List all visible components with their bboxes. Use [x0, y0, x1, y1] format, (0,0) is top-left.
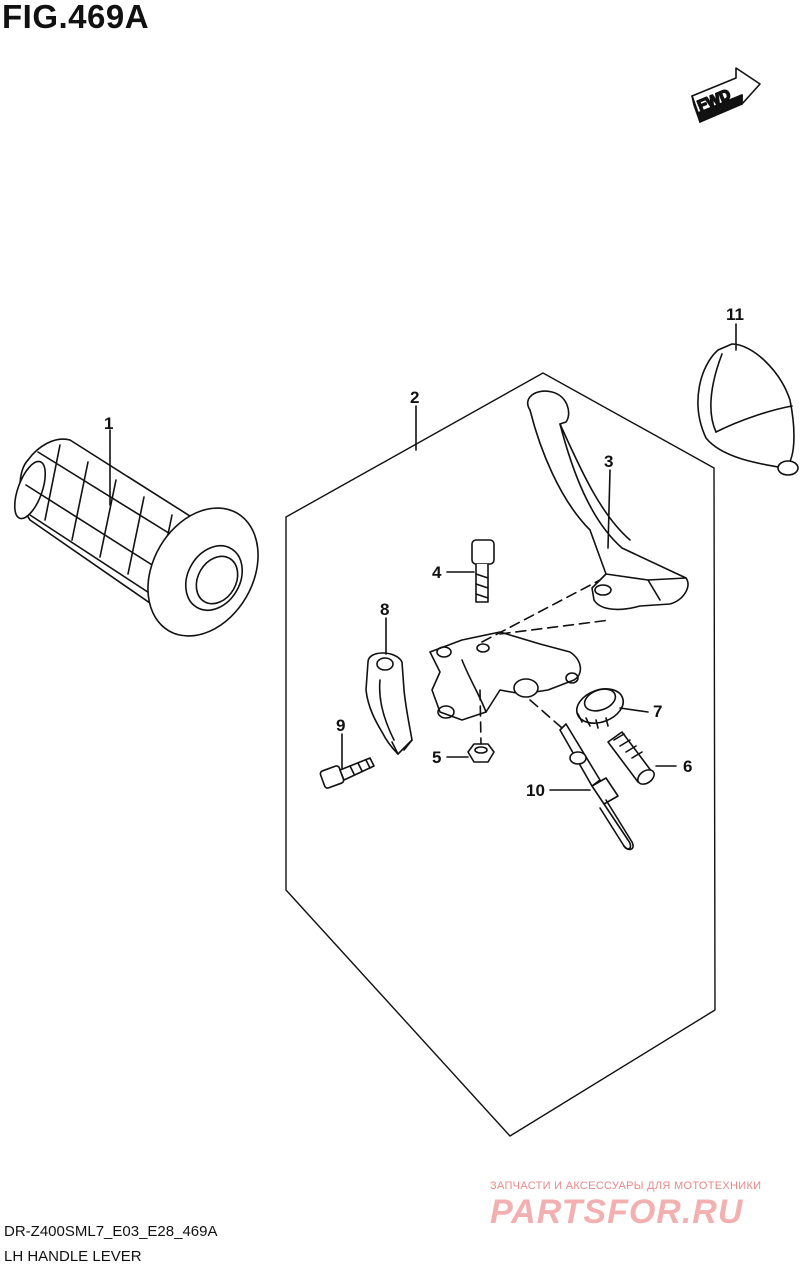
callout-6: 6 [683, 757, 692, 776]
leader-line-7 [619, 707, 649, 713]
callout-7: 7 [653, 702, 662, 721]
clutch-lever-part [527, 390, 689, 611]
callout-4: 4 [432, 563, 442, 582]
model-code: DR-Z400SML7_E03_E28_469A [4, 1223, 218, 1240]
callout-5: 5 [432, 748, 441, 767]
pivot-bolt-part [471, 539, 495, 603]
clamp-bolt-part [319, 757, 375, 789]
watermark-tagline: ЗАПЧАСТИ И АКСЕССУАРЫ ДЛЯ МОТОТЕХНИКИ [490, 1180, 762, 1192]
lever-cover-part [697, 343, 799, 476]
callout-1: 1 [104, 414, 113, 433]
assembly-line [479, 689, 482, 745]
leader-line-3 [607, 469, 611, 549]
nut-part [467, 743, 495, 763]
callout-2: 2 [410, 388, 419, 407]
assembly-line [481, 579, 601, 643]
adjuster-bolt-part [607, 731, 655, 785]
callout-8: 8 [380, 600, 389, 619]
watermark-brand: PARTSFOR.RU [490, 1193, 744, 1231]
figure-subtitle: LH HANDLE LEVER [4, 1248, 142, 1265]
callout-10: 10 [526, 781, 545, 800]
callout-11: 11 [726, 305, 744, 324]
callout-9: 9 [336, 716, 345, 735]
figure-title: FIG.469A [2, 0, 150, 35]
handle-grip-part [13, 438, 259, 637]
callout-3: 3 [604, 452, 613, 471]
assembly-line [529, 699, 563, 729]
assembly-line [499, 619, 611, 635]
lever-holder-part [429, 631, 582, 721]
clutch-cable-part [559, 723, 634, 851]
adjuster-ring-part [575, 688, 625, 729]
fwd-arrow-icon: FWD [691, 67, 761, 123]
assembly-boundary [285, 372, 716, 1137]
holder-clamp-part [365, 652, 413, 755]
